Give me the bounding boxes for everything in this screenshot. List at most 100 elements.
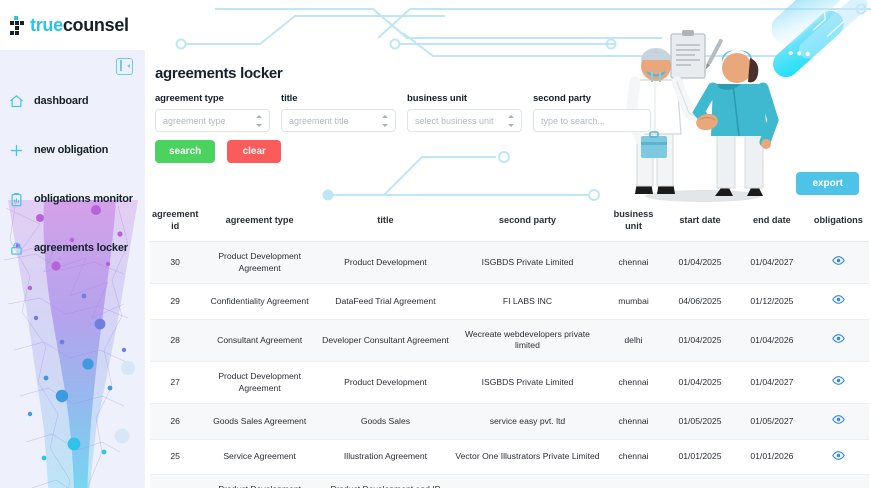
cell-second-party: ISGBDS Private Limited bbox=[451, 241, 603, 285]
second-party-placeholder: type to search... bbox=[541, 115, 606, 126]
agreement-type-select[interactable]: agreement type bbox=[155, 109, 270, 132]
brand-name: truecounsel bbox=[30, 15, 129, 36]
agreements-table: agreement id agreement type title second… bbox=[150, 205, 869, 488]
cell-obligations[interactable] bbox=[807, 439, 869, 476]
filter-title: title agreement title bbox=[281, 93, 396, 132]
sidebar-item-label: new obligation bbox=[34, 144, 109, 156]
page-title: agreements locker bbox=[155, 65, 283, 82]
chevron-updown-icon[interactable] bbox=[382, 114, 389, 127]
eye-icon[interactable] bbox=[832, 450, 845, 464]
cell-end-date: 01/01/2026 bbox=[735, 439, 808, 476]
circuit-chip-decoration bbox=[771, 0, 871, 88]
cell-obligations[interactable] bbox=[807, 403, 869, 440]
col-obligations[interactable]: obligations bbox=[807, 205, 869, 242]
cell-agreement-type: Goods Sales Agreement bbox=[200, 403, 319, 440]
cell-start-date: 01/04/2025 bbox=[664, 361, 736, 405]
agreements-table-container: agreement id agreement type title second… bbox=[150, 205, 869, 488]
cell-agreement-type: Product Development Agreement bbox=[200, 361, 319, 405]
eye-icon[interactable] bbox=[832, 256, 845, 269]
cell-second-party: ISGBDS Private Limited bbox=[451, 361, 603, 405]
title-select[interactable]: agreement title bbox=[281, 109, 396, 132]
cell-agreement-id: 28 bbox=[150, 319, 201, 362]
cell-business-unit: mumbai bbox=[602, 283, 665, 320]
cell-business-unit: delhi bbox=[602, 319, 665, 362]
cell-agreement-type: Service Agreement bbox=[200, 439, 319, 476]
cell-start-date: 01/05/2025 bbox=[664, 403, 736, 440]
cell-title: Product Development bbox=[318, 361, 452, 405]
cell-obligations[interactable] bbox=[807, 361, 869, 405]
filter-label: title bbox=[281, 93, 298, 104]
filter-label: agreement type bbox=[155, 93, 224, 104]
export-button[interactable]: export bbox=[796, 172, 859, 195]
second-party-input-wrap[interactable]: type to search... bbox=[533, 109, 651, 132]
agreement-type-placeholder: agreement type bbox=[163, 115, 226, 126]
brand-name-part2: counsel bbox=[62, 14, 129, 35]
sidebar-item-dashboard[interactable]: dashboard bbox=[0, 85, 145, 117]
cell-title: Developer Consultant Agreement bbox=[318, 319, 452, 362]
col-end-date[interactable]: end date bbox=[735, 205, 808, 242]
eye-icon[interactable] bbox=[832, 334, 845, 347]
sidebar-item-obligations-monitor[interactable]: obligations monitor bbox=[0, 183, 145, 215]
cell-title: Product Development and IP Assignment Ag… bbox=[318, 474, 452, 488]
sidebar-menu: dashboard new obligation bbox=[0, 79, 145, 264]
eye-icon[interactable] bbox=[832, 295, 845, 308]
sidebar-item-label: dashboard bbox=[34, 95, 89, 107]
cell-start-date: 01/04/2025 bbox=[664, 319, 736, 362]
cell-end-date: 21/06/2125 bbox=[735, 474, 808, 488]
collapse-row bbox=[0, 50, 145, 79]
col-agreement-id[interactable]: agreement id bbox=[150, 205, 201, 242]
cell-obligations[interactable] bbox=[807, 474, 869, 488]
home-icon bbox=[8, 93, 24, 109]
col-start-date[interactable]: start date bbox=[664, 205, 736, 242]
title-placeholder: agreement title bbox=[289, 115, 349, 126]
brand-logo[interactable]: truecounsel bbox=[0, 0, 145, 50]
cell-agreement-id: 26 bbox=[150, 403, 201, 440]
sidebar-item-new-obligation[interactable]: new obligation bbox=[0, 134, 145, 166]
filter-business-unit: business unit select business unit bbox=[407, 93, 522, 132]
cell-start-date: 01/04/2025 bbox=[664, 241, 736, 285]
cell-agreement-type: Product Development Agreement bbox=[200, 474, 319, 488]
filter-label: business unit bbox=[407, 93, 467, 104]
col-agreement-type[interactable]: agreement type bbox=[200, 205, 319, 242]
col-title[interactable]: title bbox=[318, 205, 452, 242]
search-button[interactable]: search bbox=[155, 140, 216, 163]
filter-bar: agreement type agreement type title agre… bbox=[155, 93, 651, 132]
cell-agreement-type: Product Development Agreement bbox=[200, 241, 319, 285]
clear-button[interactable]: clear bbox=[227, 140, 282, 163]
cell-start-date: 01/01/2025 bbox=[664, 439, 736, 476]
cell-business-unit: chennai bbox=[602, 361, 665, 405]
truecounsel-logo-icon bbox=[10, 15, 25, 35]
lock-icon bbox=[8, 240, 24, 256]
sidebar-collapse-icon[interactable] bbox=[116, 58, 133, 75]
cell-end-date: 01/12/2025 bbox=[735, 283, 808, 320]
chevron-updown-icon[interactable] bbox=[256, 114, 263, 127]
chevron-updown-icon[interactable] bbox=[508, 114, 515, 127]
cell-second-party: ESG Data Solutions Private Limited bbox=[451, 474, 603, 488]
sidebar: truecounsel bbox=[0, 0, 145, 488]
cell-obligations[interactable] bbox=[807, 319, 869, 362]
cell-agreement-id: 24 bbox=[150, 474, 201, 488]
business-unit-select[interactable]: select business unit bbox=[407, 109, 522, 132]
eye-icon[interactable] bbox=[832, 415, 845, 428]
cell-obligations[interactable] bbox=[807, 283, 869, 320]
cell-title: Goods Sales bbox=[318, 403, 452, 440]
sidebar-item-agreements-locker[interactable]: agreements locker bbox=[0, 232, 145, 264]
cell-end-date: 01/04/2026 bbox=[735, 319, 808, 362]
cell-end-date: 01/04/2027 bbox=[735, 241, 808, 285]
cell-agreement-id: 25 bbox=[150, 439, 201, 476]
eye-icon[interactable] bbox=[832, 376, 845, 389]
cell-obligations[interactable] bbox=[807, 241, 869, 285]
table-header: agreement id agreement type title second… bbox=[150, 205, 869, 242]
cell-agreement-type: Consultant Agreement bbox=[200, 319, 319, 362]
col-business-unit[interactable]: business unit bbox=[602, 205, 665, 242]
cell-second-party: Vector One Illustrators Private Limited bbox=[451, 439, 603, 476]
col-second-party[interactable]: second party bbox=[451, 205, 603, 242]
